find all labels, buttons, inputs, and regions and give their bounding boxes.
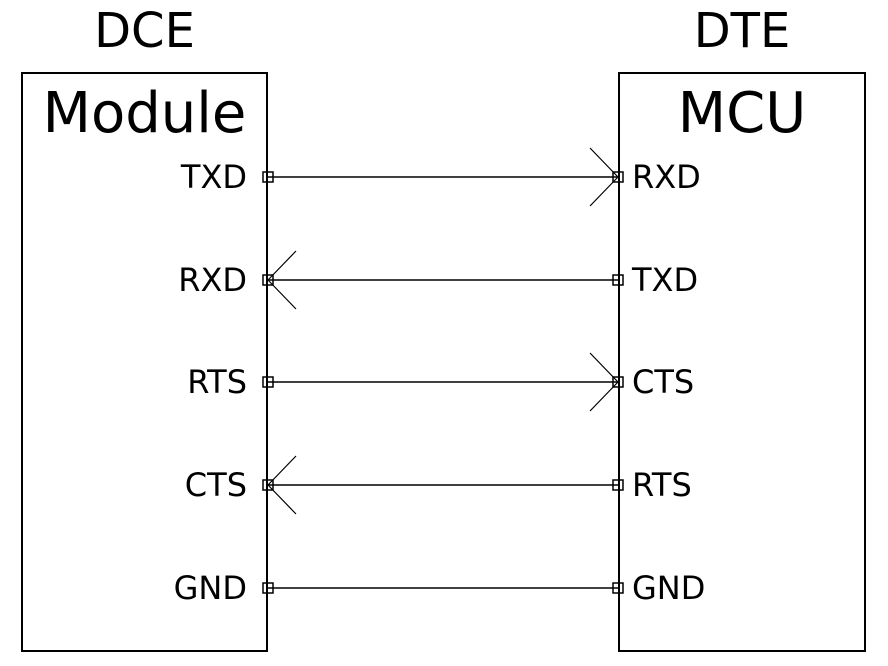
pin-square bbox=[612, 479, 624, 491]
pin-label-module-txd: TXD bbox=[180, 158, 247, 196]
right-device-title: DTE bbox=[693, 3, 791, 59]
pin-square bbox=[612, 376, 624, 388]
pin-label-module-rxd: RXD bbox=[178, 261, 247, 299]
pin-square bbox=[612, 171, 624, 183]
pin-label-mcu-cts: CTS bbox=[632, 363, 695, 401]
connection-rts-to-cts bbox=[268, 352, 619, 412]
pin-label-module-rts: RTS bbox=[187, 363, 247, 401]
pin-square bbox=[612, 582, 624, 594]
pin-label-mcu-rxd: RXD bbox=[632, 158, 701, 196]
pin-square bbox=[262, 479, 274, 491]
left-device-title: DCE bbox=[94, 3, 195, 59]
right-device-box-label: MCU bbox=[677, 81, 807, 146]
pin-label-mcu-txd: TXD bbox=[632, 261, 699, 299]
right-device-box: MCU bbox=[618, 72, 866, 652]
pin-label-module-gnd: GND bbox=[173, 569, 247, 607]
connection-txd-to-rxd bbox=[268, 147, 619, 207]
pin-label-module-cts: CTS bbox=[184, 466, 247, 504]
left-device-box-label: Module bbox=[42, 81, 247, 146]
connection-txd-to-rxd-return bbox=[267, 250, 618, 310]
pin-square bbox=[262, 376, 274, 388]
left-pin-terminals bbox=[262, 171, 274, 594]
pin-square bbox=[262, 171, 274, 183]
pin-square bbox=[262, 274, 274, 286]
pin-label-mcu-gnd: GND bbox=[632, 569, 706, 607]
pin-square bbox=[612, 274, 624, 286]
pin-square bbox=[262, 582, 274, 594]
pin-label-mcu-rts: RTS bbox=[632, 466, 692, 504]
connection-rts-to-cts-return bbox=[267, 455, 618, 515]
right-pin-terminals bbox=[612, 171, 624, 594]
left-device-box: Module bbox=[21, 72, 268, 652]
